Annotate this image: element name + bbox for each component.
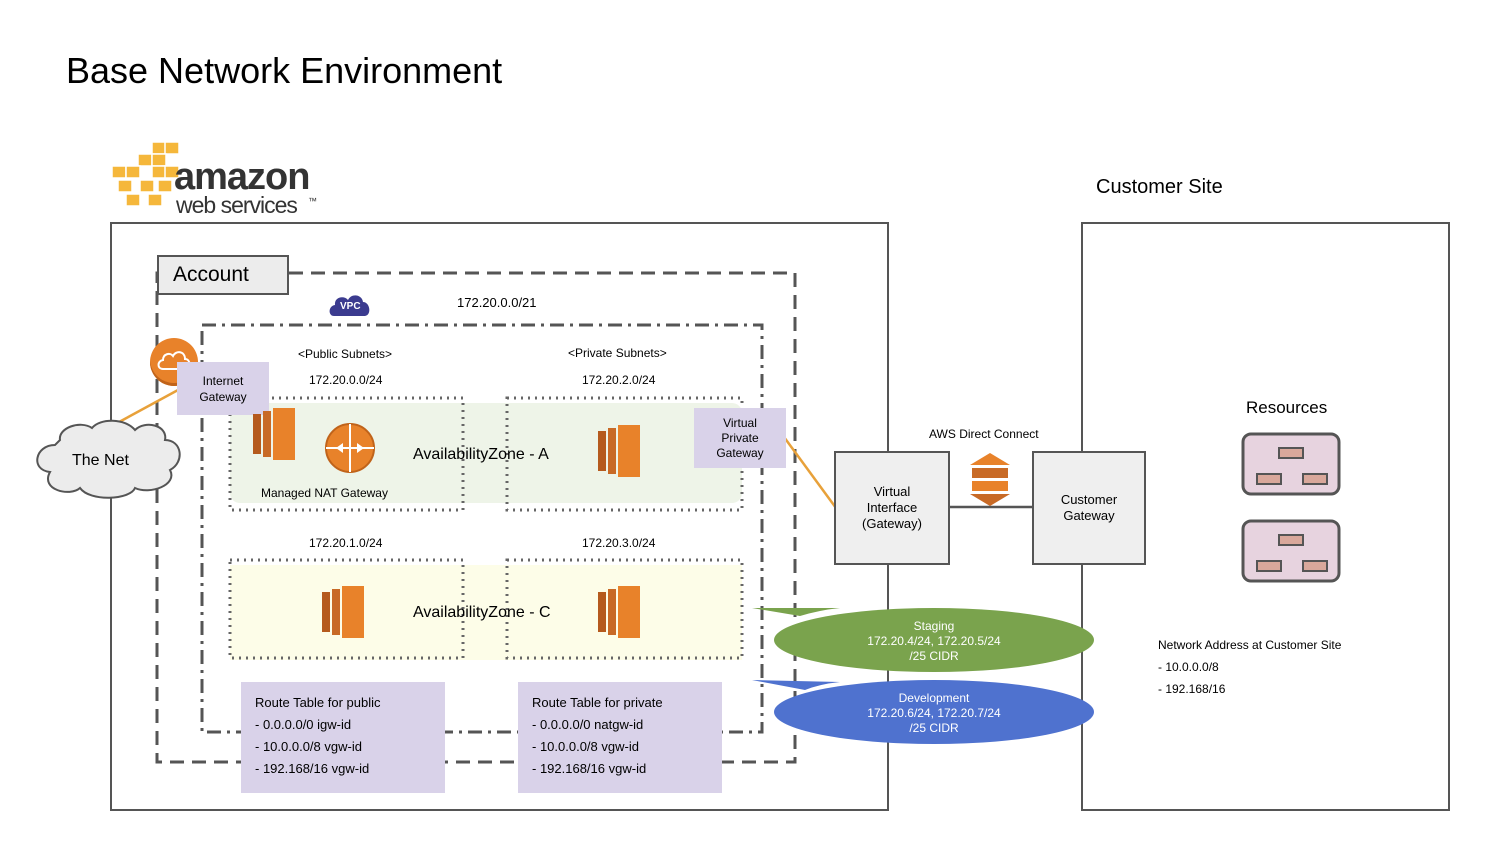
- vif-line2: Interface: [866, 500, 918, 515]
- az-c-label: AvailabilityZone - C: [413, 604, 551, 621]
- route-private-title: Route Table for private: [532, 695, 663, 710]
- staging-line3: /25 CIDR: [909, 648, 959, 663]
- subnet-a-public-cidr: 172.20.0.0/24: [309, 373, 383, 387]
- direct-connect-label: AWS Direct Connect: [929, 427, 1039, 441]
- vif-line1: Virtual: [873, 484, 911, 499]
- development-line1: Development: [898, 690, 970, 705]
- vpg-line1: Virtual: [723, 415, 757, 430]
- route-public-row: - 192.168/16 vgw-id: [255, 761, 370, 776]
- ec2-instance-icon: [598, 425, 640, 477]
- customer-network-row: - 10.0.0.0/8: [1158, 660, 1219, 674]
- ec2-instance-icon: [322, 586, 364, 638]
- aws-logo-tm: ™: [308, 196, 317, 206]
- staging-line2: 172.20.4/24, 172.20.5/24: [867, 633, 1001, 648]
- aws-cubes-icon: [111, 141, 180, 207]
- page-title: Base Network Environment: [66, 50, 503, 91]
- route-private-row: - 192.168/16 vgw-id: [532, 761, 647, 776]
- development-line2: 172.20.6/24, 172.20.7/24: [867, 705, 1001, 720]
- subnet-c-private-cidr: 172.20.3.0/24: [582, 536, 656, 550]
- vif-line3: (Gateway): [862, 516, 922, 531]
- the-net-cloud: [36, 419, 181, 499]
- route-private-row: - 0.0.0.0/0 natgw-id: [532, 717, 644, 732]
- vpc-badge-text: VPC: [340, 301, 361, 312]
- az-a-shade: [230, 403, 742, 503]
- customer-network-title: Network Address at Customer Site: [1158, 638, 1342, 652]
- nat-gateway-icon: [325, 423, 375, 473]
- customer-site-label: Customer Site: [1096, 176, 1223, 198]
- development-bubble: [774, 680, 1094, 744]
- aws-logo-line1: amazon: [174, 156, 310, 198]
- account-label: Account: [157, 255, 289, 295]
- private-subnets-label: <Private Subnets>: [568, 346, 667, 360]
- customer-network-row: - 192.168/16: [1158, 682, 1226, 696]
- nat-gateway-label: Managed NAT Gateway: [261, 486, 388, 500]
- route-table-public: Route Table for public - 0.0.0.0/0 igw-i…: [241, 682, 445, 793]
- vpc-cloud-icon: VPC: [328, 291, 372, 318]
- direct-connect-icon: [970, 453, 1010, 506]
- virtual-interface-box: Virtual Interface (Gateway): [834, 451, 950, 565]
- public-subnets-label: <Public Subnets>: [298, 347, 393, 361]
- cgw-line1: Customer: [1060, 492, 1118, 507]
- staging-bubble: [774, 608, 1094, 672]
- staging-line1: Staging: [913, 618, 955, 633]
- aws-logo: amazon web services ™: [110, 140, 330, 218]
- resource-server-icon: [1241, 519, 1341, 583]
- development-text: Development 172.20.6/24, 172.20.7/24 /25…: [774, 690, 1094, 736]
- vpg-line3: Gateway: [716, 445, 764, 460]
- customer-network-list: Network Address at Customer Site - 10.0.…: [1158, 634, 1341, 700]
- ec2-instance-icon: [253, 408, 295, 460]
- internet-gateway-label: Internet Gateway: [177, 362, 269, 415]
- route-public-row: - 10.0.0.0/8 vgw-id: [255, 739, 362, 754]
- resources-label: Resources: [1246, 398, 1328, 417]
- subnet-c-public-cidr: 172.20.1.0/24: [309, 536, 383, 550]
- staging-text: Staging 172.20.4/24, 172.20.5/24 /25 CID…: [774, 618, 1094, 664]
- the-net-label: The Net: [72, 452, 129, 469]
- customer-gateway-box: Customer Gateway: [1032, 451, 1146, 565]
- az-a-label: AvailabilityZone - A: [413, 446, 549, 463]
- resource-server-icon: [1241, 432, 1341, 496]
- cgw-line2: Gateway: [1063, 508, 1115, 523]
- internet-gateway-line1: Internet: [202, 373, 244, 388]
- vpg-line2: Private: [721, 430, 759, 445]
- route-public-row: - 0.0.0.0/0 igw-id: [255, 717, 352, 732]
- ec2-instance-icon: [598, 586, 640, 638]
- route-private-row: - 10.0.0.0/8 vgw-id: [532, 739, 639, 754]
- internet-gateway-line2: Gateway: [199, 389, 247, 404]
- az-c-shade: [230, 565, 742, 660]
- route-table-private: Route Table for private - 0.0.0.0/0 natg…: [518, 682, 722, 793]
- subnet-a-private-cidr: 172.20.2.0/24: [582, 373, 656, 387]
- virtual-private-gateway: Virtual Private Gateway: [694, 408, 786, 468]
- vpc-cidr: 172.20.0.0/21: [457, 295, 537, 310]
- route-public-title: Route Table for public: [255, 695, 381, 710]
- aws-logo-line2: web services: [176, 192, 298, 218]
- development-line3: /25 CIDR: [909, 720, 959, 735]
